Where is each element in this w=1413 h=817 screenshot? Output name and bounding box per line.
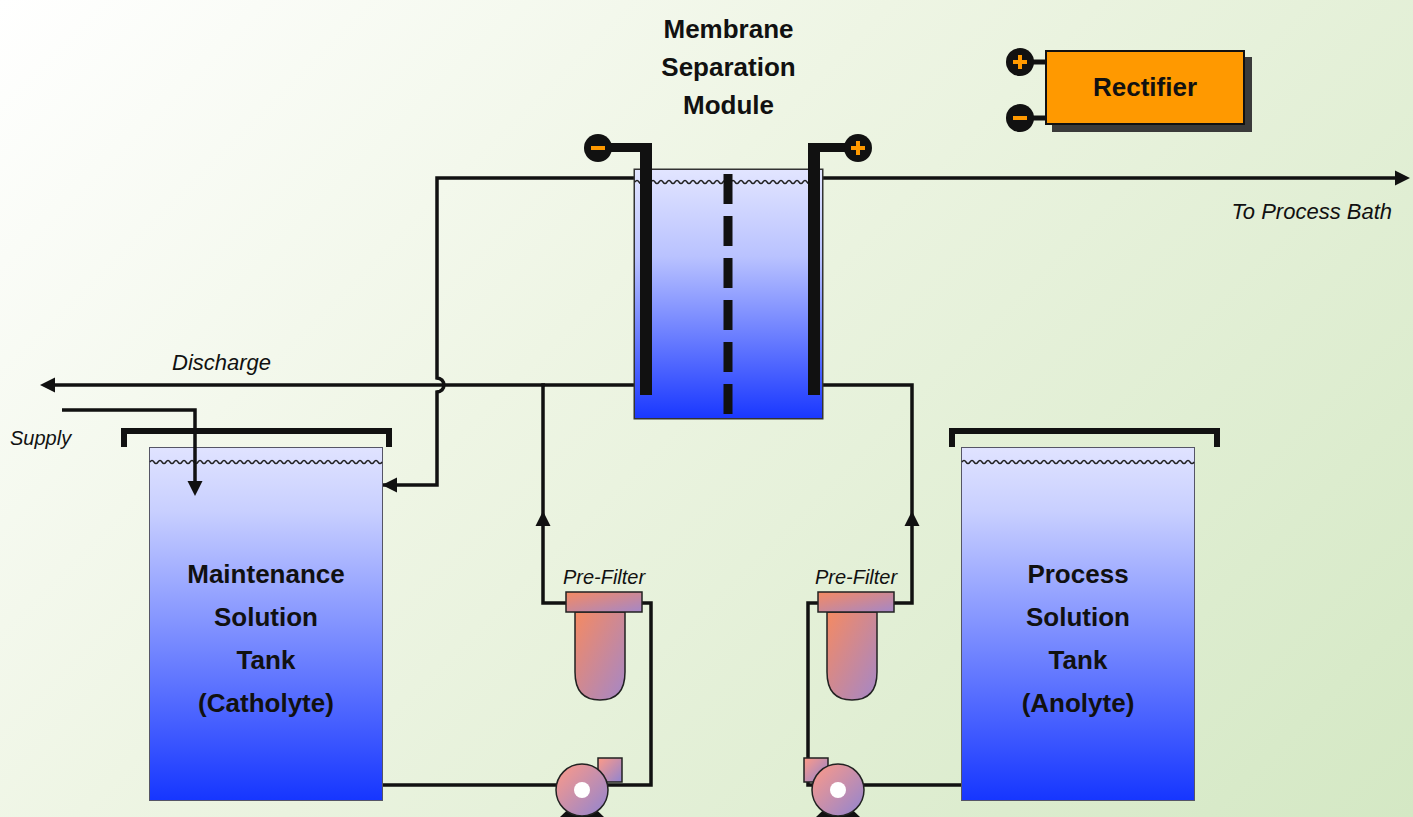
- arrowhead: [905, 511, 920, 526]
- positive-terminal: [844, 134, 872, 162]
- pipe-connector: [808, 603, 962, 785]
- pipe-connector: [382, 603, 651, 785]
- filter-bowl: [827, 612, 877, 700]
- rectifier-box: Rectifier: [1045, 50, 1245, 125]
- pre-filter: Pre-Filter: [566, 592, 642, 700]
- anolyte-tank: Process Solution Tank (Anolyte): [962, 448, 1194, 800]
- minus-sign: [591, 146, 605, 150]
- catholyte-tank: Maintenance Solution Tank (Catholyte): [150, 448, 382, 800]
- membrane: [724, 342, 733, 372]
- box-label: Rectifier: [1093, 72, 1197, 103]
- anode: [808, 143, 820, 395]
- outlet-label: To Process Bath: [1231, 199, 1392, 225]
- minus-sign: [1013, 116, 1027, 120]
- tank-rim: [124, 431, 389, 447]
- arrowhead: [536, 511, 551, 526]
- arrowhead: [382, 478, 397, 493]
- liquid-surface: [962, 461, 1194, 464]
- membrane: [724, 174, 733, 204]
- membrane: [724, 258, 733, 288]
- membrane: [724, 300, 733, 330]
- discharge-pipe: [54, 383, 545, 387]
- pump-hub: [574, 782, 590, 798]
- membrane: [724, 384, 733, 414]
- liquid-surface: [150, 461, 382, 464]
- module-heading: Membrane Separation Module: [639, 10, 819, 124]
- outlet-pipe: [822, 176, 1396, 180]
- filter-bowl: [575, 612, 625, 700]
- shape-outline: [635, 170, 822, 418]
- pump-symbol: [812, 764, 864, 816]
- negative-terminal: [1006, 104, 1034, 132]
- shape-outline: [566, 592, 642, 700]
- plus-sign: [1018, 55, 1022, 69]
- cathode: [640, 143, 652, 395]
- pump-hub: [830, 782, 846, 798]
- pipe-connector: [382, 178, 635, 485]
- pump-symbol: [556, 764, 608, 816]
- plus-sign: [856, 141, 860, 155]
- membrane-module: Membrane Separation Module: [635, 170, 822, 418]
- tank-rim: [952, 431, 1217, 447]
- supply-label: Supply: [10, 427, 71, 450]
- filter-head: [566, 592, 642, 612]
- filter-label: Pre-Filter: [815, 566, 897, 589]
- box-label: Process Solution Tank (Anolyte): [995, 553, 1161, 725]
- box-label: Maintenance Solution Tank (Catholyte): [183, 553, 349, 725]
- arrowhead: [188, 481, 203, 496]
- positive-terminal: [1006, 48, 1034, 76]
- filter-label: Pre-Filter: [563, 566, 645, 589]
- discharge-label: Discharge: [172, 350, 271, 376]
- arrowhead: [1395, 171, 1410, 186]
- membrane: [724, 216, 733, 246]
- filter-head: [818, 592, 894, 612]
- supply-pipe: [62, 410, 195, 482]
- arrowhead: [40, 378, 55, 393]
- pre-filter: Pre-Filter: [818, 592, 894, 700]
- shape-outline: [818, 592, 894, 700]
- negative-terminal: [584, 134, 612, 162]
